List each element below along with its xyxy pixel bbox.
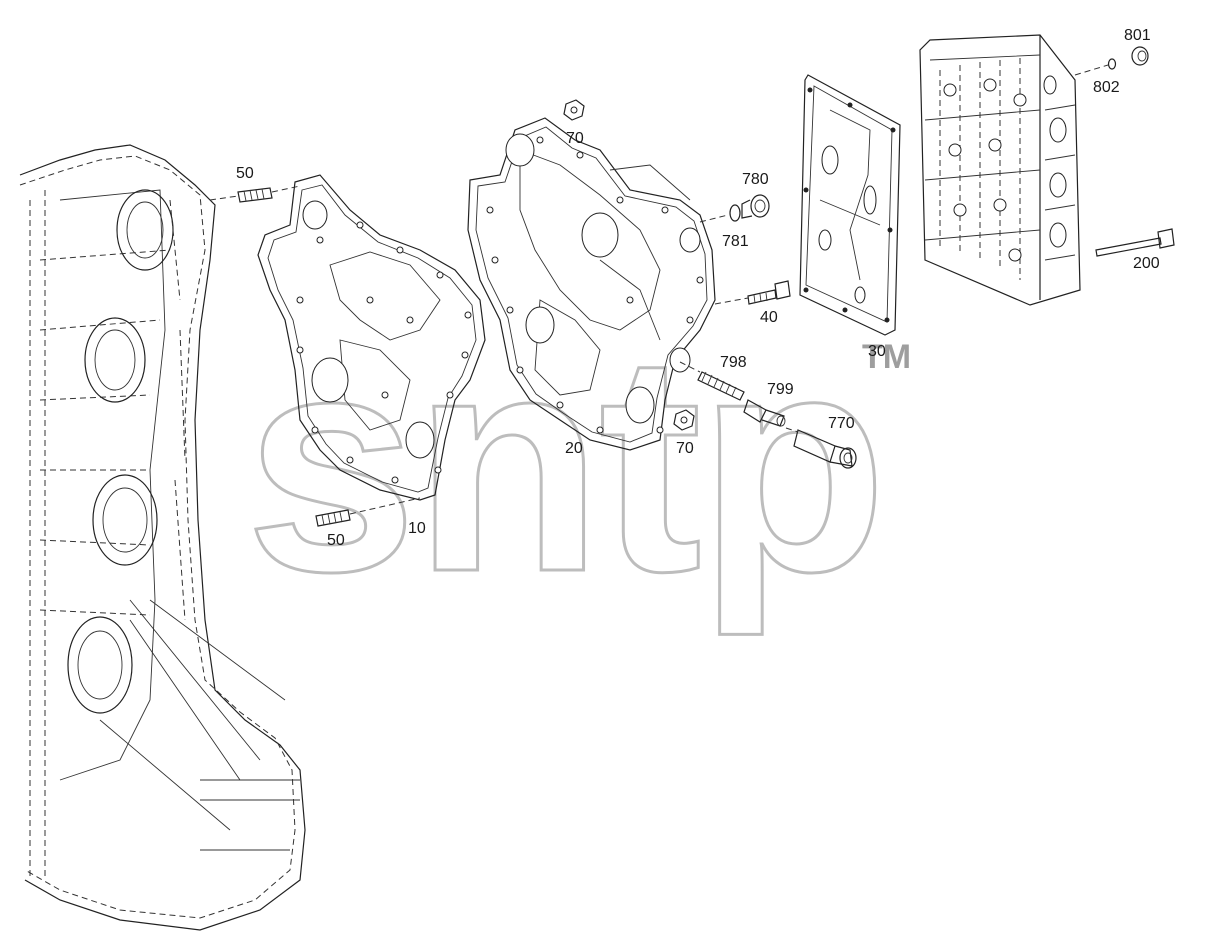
callout-70-top: 70 [566,130,584,147]
intermediate-plate-20 [467,117,716,451]
spring-798 [679,361,745,401]
plug-801 [1131,46,1149,66]
callout-50-top: 50 [236,165,254,182]
callout-20: 20 [565,440,583,457]
callout-801: 801 [1124,27,1151,44]
screw-40 [714,280,791,305]
watermark-trademark: TM [862,338,911,376]
callout-40: 40 [760,309,778,326]
callout-780: 780 [742,171,769,188]
callout-30: 30 [868,343,886,360]
callout-70-bottom: 70 [676,440,694,457]
callout-50-bottom: 50 [327,532,345,549]
plug-780 [741,194,770,219]
gasket-30 [799,74,901,336]
stud-50-bottom [315,497,421,527]
callout-770: 770 [828,415,855,432]
pressure-switch-770 [785,427,857,469]
ring-802 [1074,58,1117,76]
bolt-200 [1095,228,1175,257]
nut-70-bottom [673,409,695,431]
o-ring-781 [699,204,741,223]
nut-70-top [563,99,585,121]
callout-200: 200 [1133,255,1160,272]
transmission-housing [19,144,306,931]
callout-10: 10 [408,520,426,537]
callout-798: 798 [720,354,747,371]
callout-799: 799 [767,381,794,398]
valve-799 [743,399,786,427]
callout-781: 781 [722,233,749,250]
valve-block [919,34,1081,306]
stud-50-top [209,185,301,203]
callout-labels: 50 50 10 70 70 20 780 781 40 798 799 770… [236,27,1160,549]
callout-802: 802 [1093,79,1120,96]
watermark: sntp TM [244,288,912,640]
watermark-logo-text: sntp [245,289,883,638]
gasket-10 [257,174,486,501]
